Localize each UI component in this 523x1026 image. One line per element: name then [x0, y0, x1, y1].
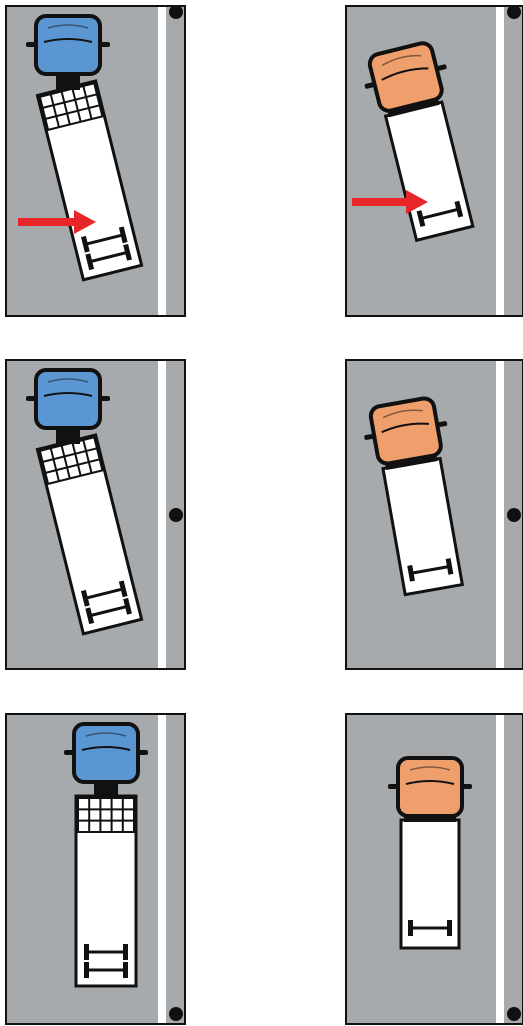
reference-dot-icon: [507, 1007, 521, 1021]
reference-dot-icon: [169, 508, 183, 522]
reference-dot-icon: [169, 5, 183, 19]
lane-line: [158, 6, 166, 316]
reference-dot-icon: [507, 508, 521, 522]
panel-f: [346, 714, 523, 1024]
panel-c: [6, 360, 185, 669]
lane-line: [158, 714, 166, 1024]
lane-line: [496, 360, 504, 669]
lane-line: [158, 360, 166, 669]
panel-e: [6, 714, 185, 1024]
lane-line: [496, 6, 504, 316]
reference-dot-icon: [507, 5, 521, 19]
trailer: [76, 796, 136, 986]
panel-d: [346, 360, 523, 669]
rigid-truck-icon: [388, 758, 472, 948]
panel-b: [346, 5, 523, 316]
articulated-truck-icon: [64, 724, 148, 986]
cab: [369, 397, 442, 465]
panel-a: [6, 5, 185, 316]
cab: [368, 41, 444, 113]
lane-line: [496, 714, 504, 1024]
reference-dot-icon: [169, 1007, 183, 1021]
